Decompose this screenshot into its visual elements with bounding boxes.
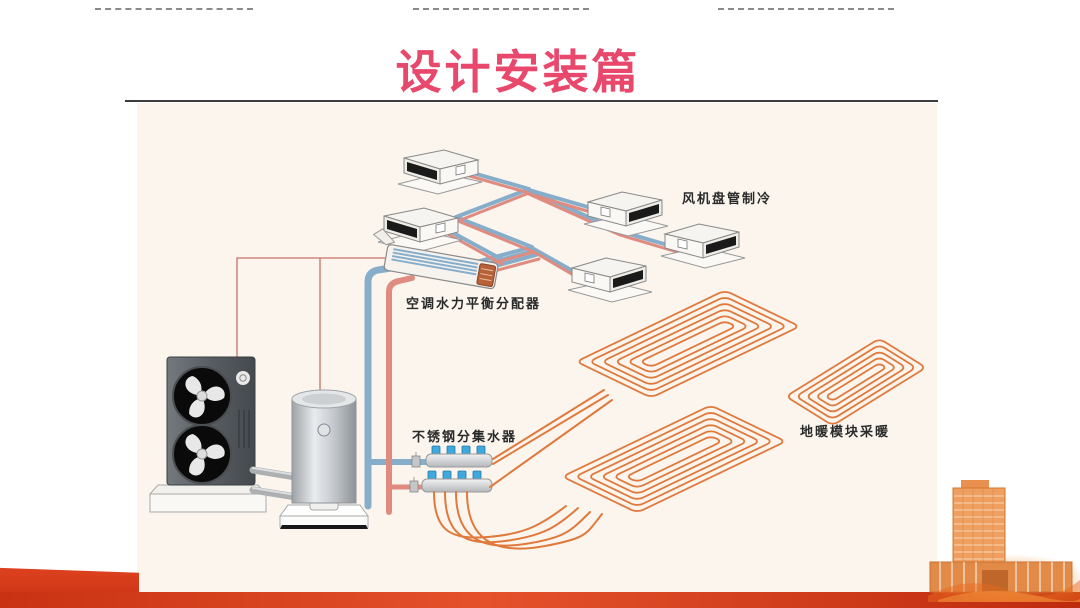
manifold-label: 不锈钢分集水器 [412, 429, 517, 444]
title-underline [125, 100, 938, 102]
fan-coil-unit-1 [397, 149, 483, 195]
control-lines [236, 257, 385, 396]
floor-coil-panel-top [576, 290, 799, 397]
valve-handle-icon [409, 452, 421, 493]
fan-coil-unit-4 [660, 223, 746, 269]
diagram-panel: 风机盘管制冷 空调水力平衡分配器 不锈钢分集水器 地暖模块采暖 [137, 103, 937, 592]
top-dashed-line-2 [413, 8, 589, 10]
floor-heating-feed-pipes [433, 389, 613, 550]
fan-icon [172, 424, 232, 484]
heat-pump-unit [148, 356, 268, 513]
floor-coil-panel-right [786, 339, 926, 426]
hydraulic-distributor [372, 228, 499, 290]
top-dashed-line-3 [718, 8, 894, 10]
stainless-manifolds [409, 445, 493, 493]
tank-logo-icon [317, 423, 331, 437]
fan-coil-unit-5 [567, 257, 653, 303]
fan-icon [172, 366, 232, 426]
brand-logo-icon [236, 371, 250, 385]
fan-coil-label: 风机盘管制冷 [682, 191, 772, 206]
page-title: 设计安装篇 [395, 46, 641, 98]
distributor-label: 空调水力平衡分配器 [406, 296, 541, 311]
building-illustration [928, 480, 1080, 602]
floor-heating-label: 地暖模块采暖 [800, 424, 890, 439]
floor-coil-panel-bottom [562, 405, 785, 512]
floor-coil-panels [562, 290, 926, 512]
footer-red-band [0, 592, 1080, 608]
hvac-system-diagram: 风机盘管制冷 空调水力平衡分配器 不锈钢分集水器 地暖模块采暖 [148, 149, 937, 550]
top-dashed-line-1 [95, 8, 253, 10]
buffer-tank [279, 389, 369, 529]
fan-coil-unit-3 [583, 191, 669, 237]
